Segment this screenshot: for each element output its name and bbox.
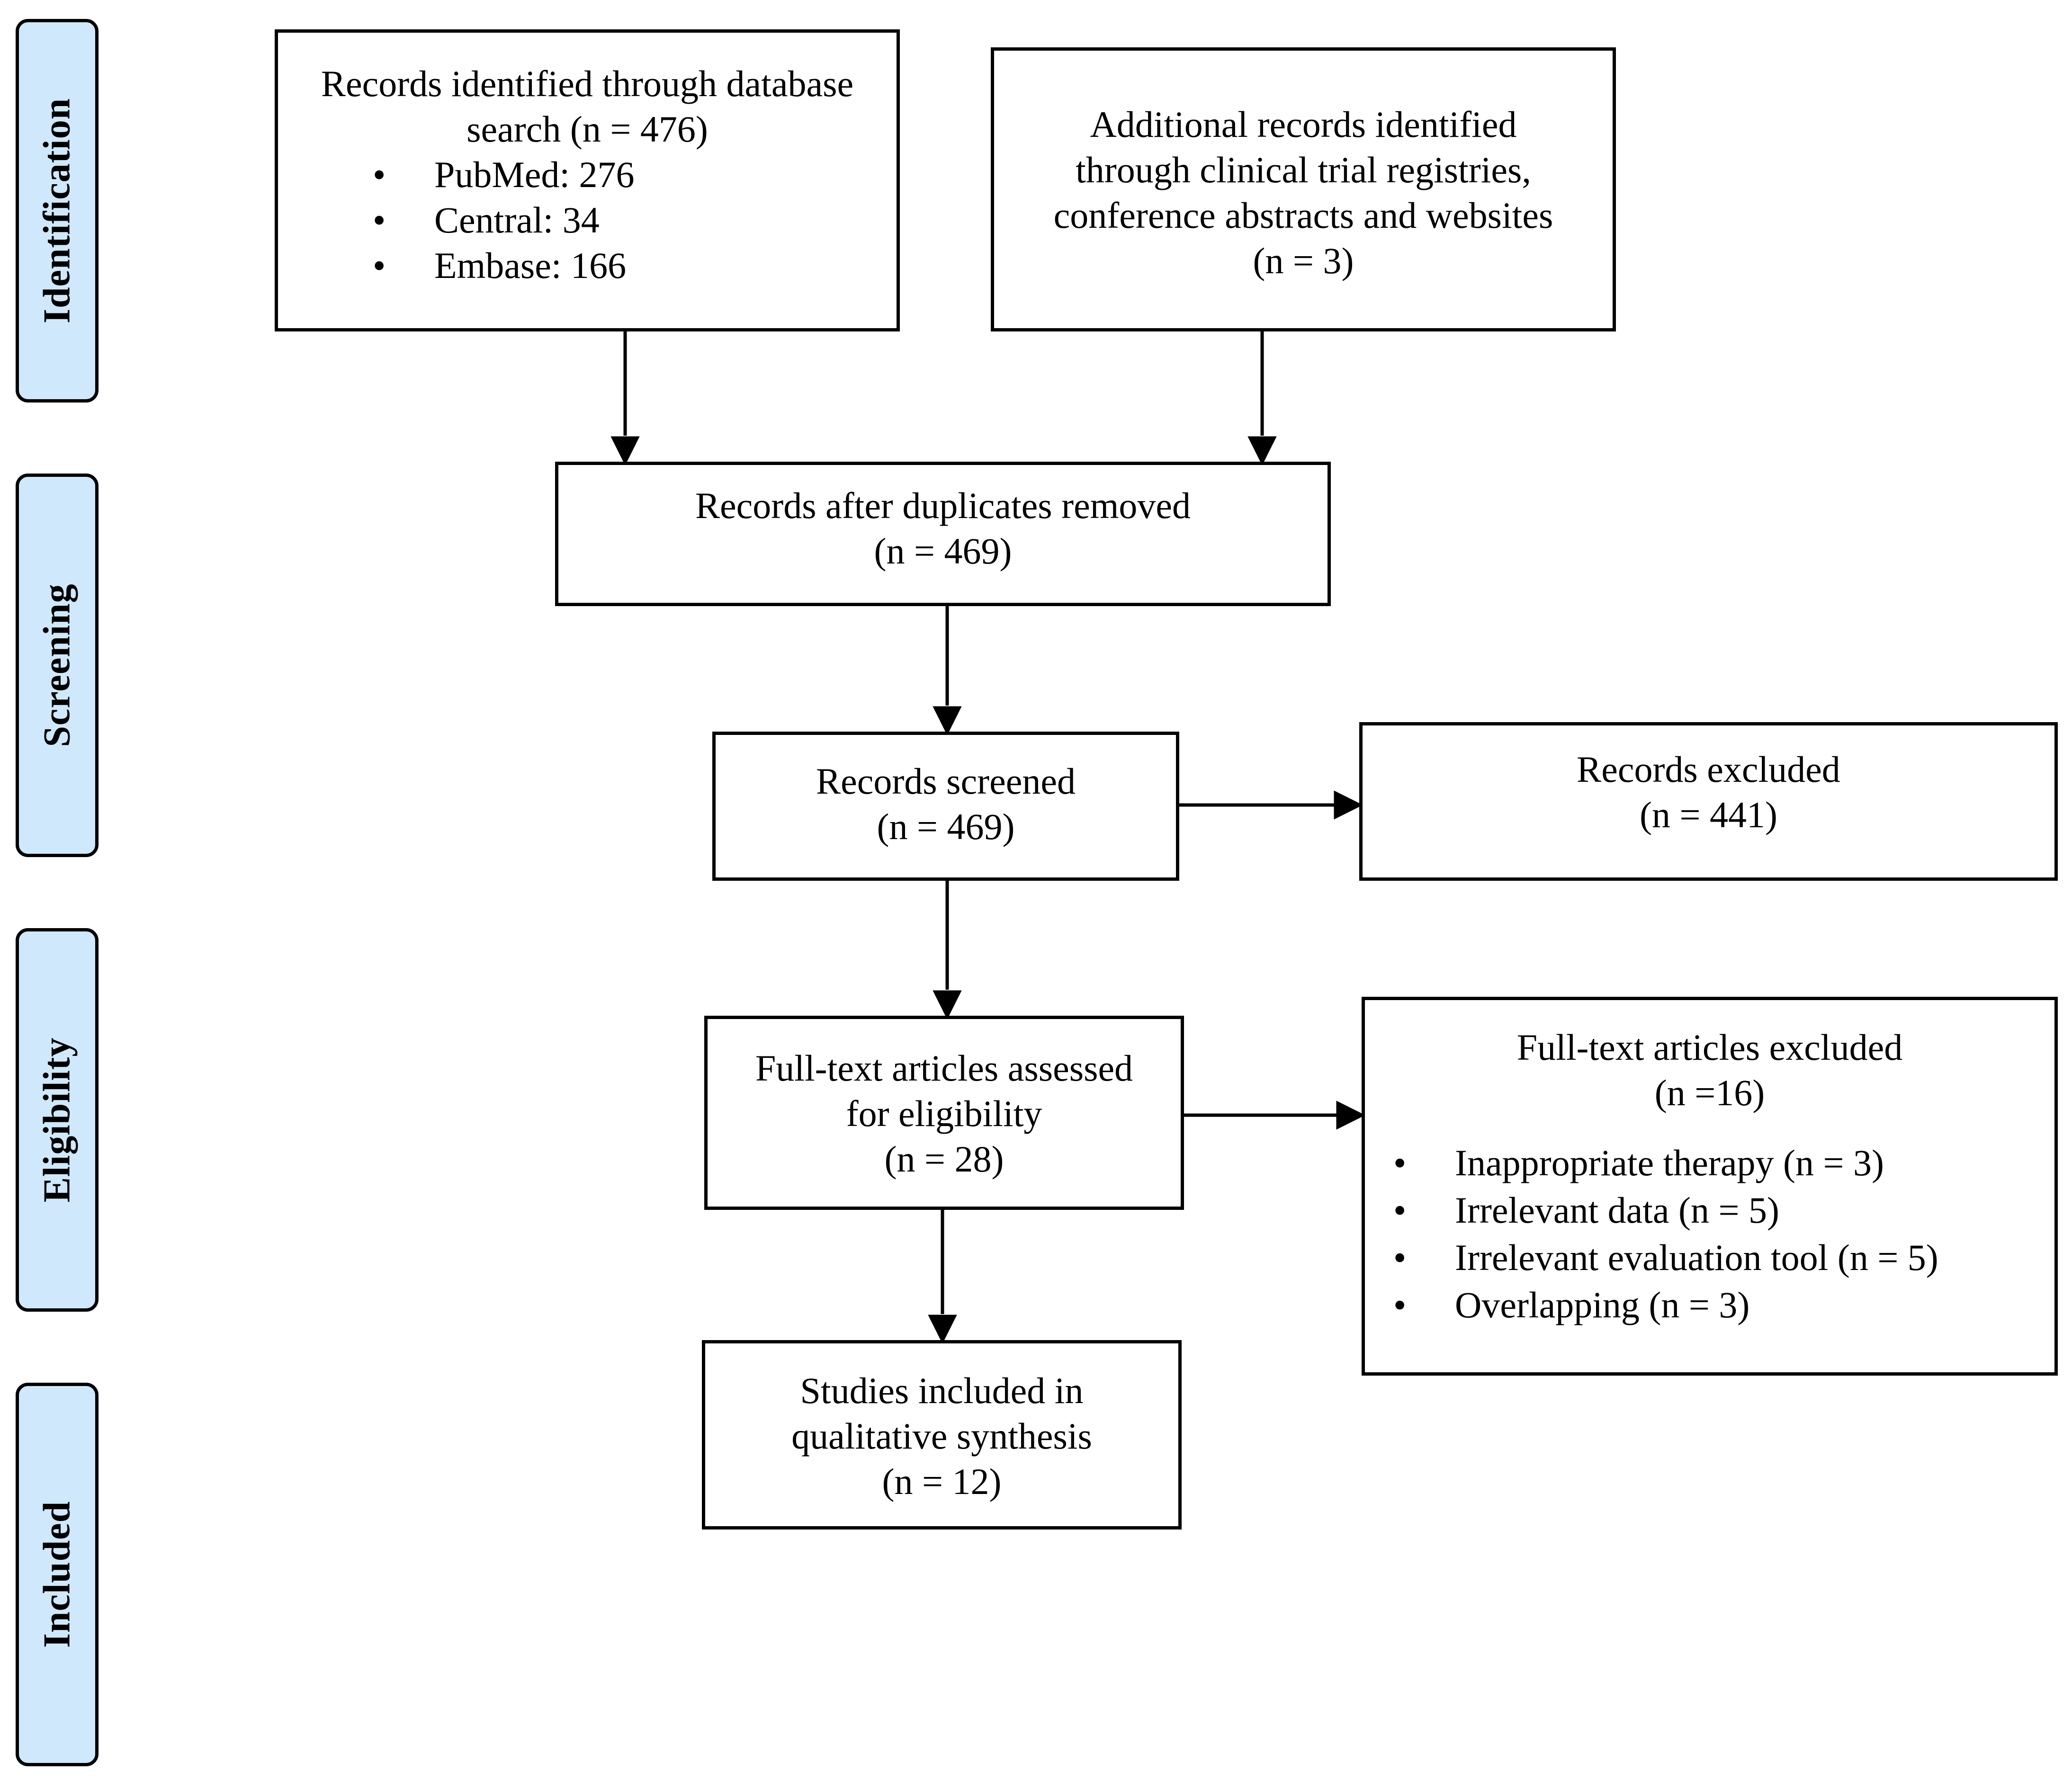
list-item: Overlapping (n = 3)	[1393, 1281, 2054, 1329]
box-line: (n = 3)	[1253, 240, 1354, 281]
box-line: Records identified through database	[321, 63, 854, 104]
exclusion-reasons-list: Inappropriate therapy (n = 3) Irrelevant…	[1393, 1139, 2054, 1329]
box-line: search (n = 476)	[466, 108, 708, 150]
arrowhead	[933, 706, 962, 735]
box-line: for eligibility	[846, 1093, 1042, 1134]
box-line: Full-text articles excluded	[1516, 1027, 1903, 1068]
arrowhead	[1334, 790, 1363, 820]
stage-tab-identification: Identification	[16, 19, 99, 403]
box-line: through clinical trial registries,	[1076, 149, 1531, 190]
stage-tab-included: Included	[16, 1383, 99, 1766]
box-included-studies: Studies included in qualitative synthesi…	[702, 1340, 1182, 1530]
box-records-screened: Records screened (n = 469)	[712, 732, 1179, 881]
database-list: PubMed: 276 Central: 34 Embase: 166	[373, 152, 897, 288]
stage-tab-screening: Screening	[16, 474, 99, 857]
box-line: Records after duplicates removed	[695, 485, 1191, 526]
box-line: Studies included in	[800, 1370, 1084, 1411]
stage-tab-eligibility: Eligibility	[16, 928, 99, 1312]
box-line: (n = 28)	[884, 1138, 1004, 1180]
list-item: Central: 34	[373, 197, 897, 243]
list-item: PubMed: 276	[373, 152, 897, 197]
box-line: Records screened	[816, 760, 1076, 802]
box-line: (n = 469)	[877, 806, 1015, 847]
box-fulltext-excluded: Full-text articles excluded (n =16) Inap…	[1362, 997, 2058, 1376]
box-line: (n = 441)	[1640, 794, 1777, 835]
box-database-search: Records identified through database sear…	[275, 29, 900, 331]
arrowhead	[933, 990, 962, 1020]
box-line: qualitative synthesis	[791, 1415, 1092, 1457]
box-fulltext-assessed: Full-text articles assessed for eligibil…	[704, 1016, 1184, 1210]
box-line: Full-text articles assessed	[755, 1047, 1133, 1089]
box-line: conference abstracts and websites	[1053, 195, 1553, 236]
arrowhead	[1336, 1100, 1365, 1130]
box-line: (n = 12)	[882, 1461, 1002, 1502]
box-duplicates-removed: Records after duplicates removed (n = 46…	[555, 462, 1331, 606]
list-item: Irrelevant evaluation tool (n = 5)	[1393, 1234, 2054, 1281]
box-line: (n = 469)	[874, 530, 1012, 572]
box-additional-records: Additional records identified through cl…	[991, 47, 1616, 331]
list-item: Irrelevant data (n = 5)	[1393, 1187, 2054, 1234]
arrowhead	[610, 436, 640, 465]
box-line: (n =16)	[1654, 1072, 1765, 1113]
list-item: Inappropriate therapy (n = 3)	[1393, 1139, 2054, 1187]
box-line: Records excluded	[1577, 749, 1840, 790]
arrowhead	[928, 1315, 957, 1344]
arrowhead	[1247, 436, 1277, 465]
box-line: Additional records identified	[1090, 104, 1517, 145]
box-records-excluded: Records excluded (n = 441)	[1359, 722, 2058, 881]
list-item: Embase: 166	[373, 243, 897, 288]
